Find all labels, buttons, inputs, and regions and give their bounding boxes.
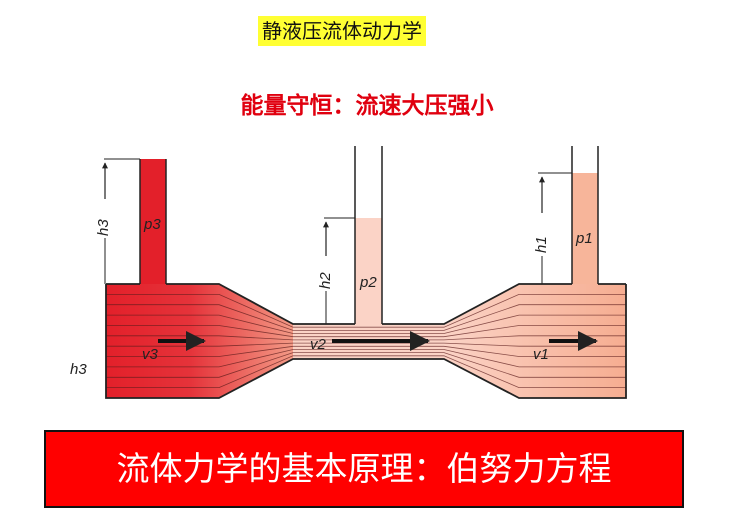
streamline bbox=[106, 355, 626, 388]
pipe-outline-top bbox=[106, 283, 626, 325]
label-p3: p3 bbox=[143, 216, 161, 233]
streamline bbox=[106, 352, 626, 378]
column-p2 bbox=[355, 218, 382, 324]
label-v1: v1 bbox=[533, 346, 549, 363]
label-p2: p2 bbox=[359, 274, 377, 291]
column-p1 bbox=[572, 173, 598, 284]
label-v2: v2 bbox=[310, 336, 327, 353]
label-v3: v3 bbox=[142, 346, 159, 363]
streamline bbox=[106, 325, 626, 338]
bernoulli-pipe-diagram: h3 p3 h2 p2 h1 p1 v3 v2 v1 h3 bbox=[70, 146, 627, 399]
page-title: 静液压流体动力学 bbox=[258, 16, 426, 46]
pipe-section-1 bbox=[444, 284, 626, 398]
principle-banner: 流体力学的基本原理：伯努力方程 bbox=[44, 430, 684, 508]
label-h3-column: h3 bbox=[95, 219, 112, 236]
subtitle: 能量守恒：流速大压强小 bbox=[240, 92, 494, 119]
pipe-outline-bottom bbox=[105, 284, 627, 399]
label-p1: p1 bbox=[575, 230, 593, 247]
streamline bbox=[106, 314, 626, 334]
label-h1-column: h1 bbox=[533, 236, 550, 253]
label-h3-side: h3 bbox=[70, 361, 87, 378]
streamline bbox=[106, 294, 626, 328]
column-p3 bbox=[140, 159, 166, 284]
banner-text: 流体力学的基本原理：伯努力方程 bbox=[116, 449, 612, 488]
streamline bbox=[106, 345, 626, 357]
streamline bbox=[106, 304, 626, 331]
label-h2-column: h2 bbox=[317, 272, 334, 289]
streamline bbox=[106, 349, 626, 368]
